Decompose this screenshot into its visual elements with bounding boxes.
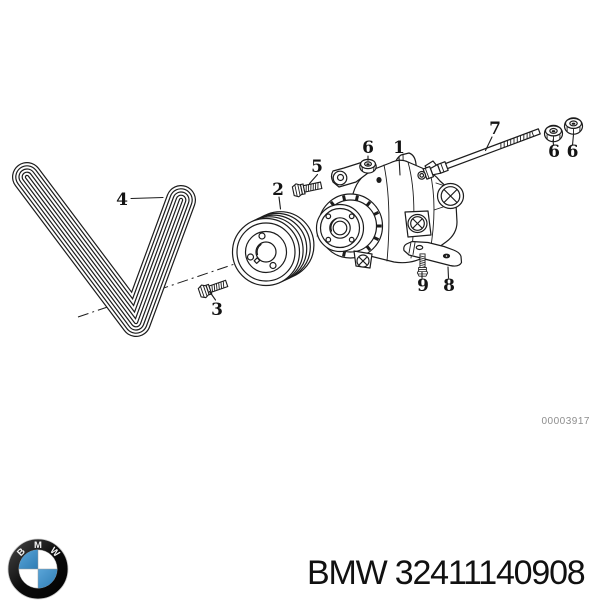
part-number-text: BMW 32411140908 (307, 554, 585, 592)
callout-6-rod-nut-left: 6 (548, 142, 560, 162)
power-steering-pump (315, 152, 465, 269)
flange-nut-front (359, 158, 377, 174)
callout-1-pump: 1 (393, 138, 405, 158)
bmw-logo: B M W (7, 538, 69, 600)
callout-5-mounting-bolt: 5 (311, 157, 323, 177)
callout-2-pulley: 2 (272, 180, 284, 200)
callout-6-rod-nut-right: 6 (567, 142, 579, 162)
pulley (231, 211, 315, 287)
callout-4-belt: 4 (116, 190, 128, 210)
callout-7-rod: 7 (489, 119, 501, 139)
leader-lines (130, 133, 575, 301)
ribbed-belt (27, 177, 181, 322)
pulley-bolt (197, 276, 230, 300)
pump-mounting-bolt (291, 178, 324, 199)
bmw-logo-letter-m: M (34, 540, 42, 551)
support-bracket (403, 240, 463, 267)
adjusting-rod (417, 128, 541, 180)
callout-9-bracket-bolt: 9 (417, 276, 429, 296)
bmw-quadrant-blue-nw (18, 549, 38, 570)
rod-nut-right (563, 117, 584, 135)
callout-8-bracket: 8 (443, 276, 455, 296)
callout-3-pulley-bolt: 3 (211, 300, 223, 320)
bmw-quadrant-blue-se (38, 569, 58, 589)
drawing-number: 00003917 (542, 416, 591, 427)
callout-6-front-nut: 6 (362, 138, 374, 158)
rod-nut-left (543, 124, 564, 143)
